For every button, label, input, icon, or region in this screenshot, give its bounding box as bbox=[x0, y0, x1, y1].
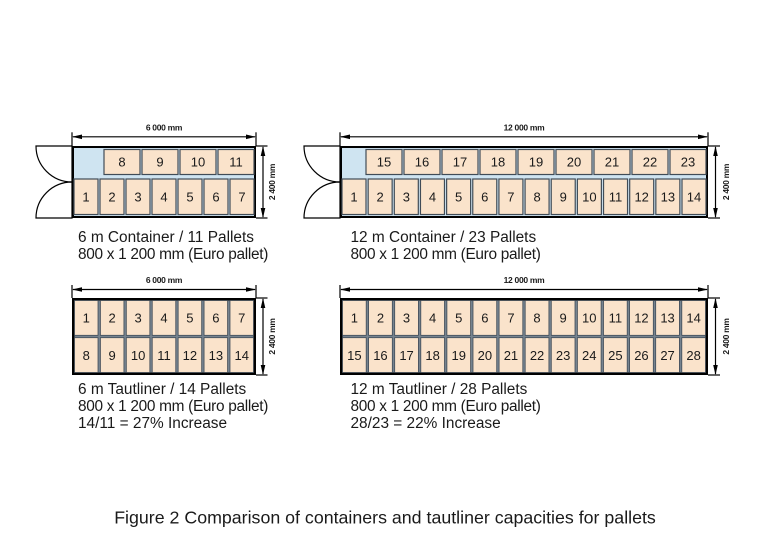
svg-text:13: 13 bbox=[660, 311, 674, 326]
svg-text:10: 10 bbox=[191, 155, 205, 170]
svg-text:800 x 1 200 mm (Euro pallet): 800 x 1 200 mm (Euro pallet) bbox=[351, 398, 541, 415]
svg-text:2 400 mm: 2 400 mm bbox=[721, 163, 731, 200]
svg-text:24: 24 bbox=[582, 348, 596, 363]
svg-text:10: 10 bbox=[582, 189, 596, 204]
svg-text:6 m Tautliner / 14 Pallets: 6 m Tautliner / 14 Pallets bbox=[78, 381, 247, 398]
svg-text:18: 18 bbox=[491, 155, 505, 170]
svg-text:800 x 1 200 mm (Euro pallet): 800 x 1 200 mm (Euro pallet) bbox=[351, 246, 541, 263]
svg-text:16: 16 bbox=[415, 155, 429, 170]
svg-text:2: 2 bbox=[109, 311, 116, 326]
svg-text:14: 14 bbox=[235, 348, 249, 363]
svg-text:7: 7 bbox=[507, 189, 514, 204]
svg-text:1: 1 bbox=[83, 311, 90, 326]
svg-text:11: 11 bbox=[609, 311, 623, 326]
svg-text:21: 21 bbox=[504, 348, 518, 363]
svg-text:15: 15 bbox=[347, 348, 361, 363]
svg-text:22: 22 bbox=[530, 348, 544, 363]
svg-text:7: 7 bbox=[507, 311, 514, 326]
svg-text:20: 20 bbox=[567, 155, 581, 170]
svg-text:10: 10 bbox=[131, 348, 145, 363]
svg-text:2: 2 bbox=[377, 189, 384, 204]
svg-text:10: 10 bbox=[582, 311, 596, 326]
svg-text:4: 4 bbox=[429, 311, 436, 326]
svg-text:800 x 1 200 mm (Euro pallet): 800 x 1 200 mm (Euro pallet) bbox=[78, 398, 268, 415]
svg-text:11: 11 bbox=[157, 348, 171, 363]
svg-text:23: 23 bbox=[681, 155, 695, 170]
svg-text:4: 4 bbox=[429, 189, 436, 204]
svg-text:8: 8 bbox=[83, 348, 90, 363]
svg-text:Figure 2 Comparison of contain: Figure 2 Comparison of containers and ta… bbox=[114, 507, 656, 527]
svg-text:13: 13 bbox=[661, 189, 675, 204]
svg-text:2 400 mm: 2 400 mm bbox=[267, 163, 277, 200]
svg-text:16: 16 bbox=[373, 348, 387, 363]
svg-text:2 400 mm: 2 400 mm bbox=[721, 318, 731, 355]
svg-text:5: 5 bbox=[455, 189, 462, 204]
svg-text:6 m Container / 11 Pallets: 6 m Container / 11 Pallets bbox=[78, 229, 254, 246]
svg-text:6: 6 bbox=[481, 189, 488, 204]
svg-text:1: 1 bbox=[82, 189, 89, 204]
svg-text:19: 19 bbox=[452, 348, 466, 363]
svg-text:14: 14 bbox=[687, 189, 701, 204]
svg-text:7: 7 bbox=[238, 189, 245, 204]
svg-text:15: 15 bbox=[377, 155, 391, 170]
svg-text:12: 12 bbox=[634, 311, 648, 326]
svg-text:2 400 mm: 2 400 mm bbox=[267, 318, 277, 355]
svg-text:9: 9 bbox=[560, 189, 567, 204]
svg-text:3: 3 bbox=[403, 189, 410, 204]
svg-text:6: 6 bbox=[212, 311, 219, 326]
svg-text:23: 23 bbox=[556, 348, 570, 363]
svg-text:22: 22 bbox=[643, 155, 657, 170]
svg-text:25: 25 bbox=[608, 348, 622, 363]
svg-text:7: 7 bbox=[238, 311, 245, 326]
svg-text:8: 8 bbox=[533, 189, 540, 204]
svg-text:21: 21 bbox=[605, 155, 619, 170]
svg-text:9: 9 bbox=[560, 311, 567, 326]
svg-text:28: 28 bbox=[686, 348, 700, 363]
svg-text:1: 1 bbox=[350, 189, 357, 204]
svg-text:19: 19 bbox=[529, 155, 543, 170]
svg-text:26: 26 bbox=[634, 348, 648, 363]
svg-text:20: 20 bbox=[478, 348, 492, 363]
svg-text:12: 12 bbox=[183, 348, 197, 363]
svg-text:3: 3 bbox=[403, 311, 410, 326]
svg-text:5: 5 bbox=[186, 189, 193, 204]
svg-text:1: 1 bbox=[351, 311, 358, 326]
svg-text:11: 11 bbox=[609, 189, 623, 204]
svg-text:17: 17 bbox=[399, 348, 413, 363]
svg-text:4: 4 bbox=[160, 311, 167, 326]
svg-text:28/23 = 22% Increase: 28/23 = 22% Increase bbox=[351, 415, 501, 432]
svg-text:12 000 mm: 12 000 mm bbox=[504, 122, 546, 132]
svg-text:9: 9 bbox=[156, 155, 163, 170]
svg-text:3: 3 bbox=[134, 311, 141, 326]
svg-text:6 000 mm: 6 000 mm bbox=[146, 122, 183, 132]
svg-text:12 000 mm: 12 000 mm bbox=[504, 275, 546, 285]
svg-text:12: 12 bbox=[634, 189, 648, 204]
svg-text:5: 5 bbox=[186, 311, 193, 326]
svg-text:13: 13 bbox=[209, 348, 223, 363]
svg-text:12 m Tautliner / 28 Pallets: 12 m Tautliner / 28 Pallets bbox=[351, 381, 528, 398]
svg-text:18: 18 bbox=[425, 348, 439, 363]
svg-text:9: 9 bbox=[109, 348, 116, 363]
svg-text:14/11 = 27% Increase: 14/11 = 27% Increase bbox=[78, 415, 227, 432]
svg-text:11: 11 bbox=[229, 155, 243, 170]
svg-text:8: 8 bbox=[533, 311, 540, 326]
svg-text:800 x 1 200 mm (Euro pallet): 800 x 1 200 mm (Euro pallet) bbox=[78, 246, 268, 263]
svg-text:12 m Container / 23 Pallets: 12 m Container / 23 Pallets bbox=[351, 229, 537, 246]
svg-text:2: 2 bbox=[377, 311, 384, 326]
svg-text:14: 14 bbox=[686, 311, 700, 326]
svg-text:27: 27 bbox=[660, 348, 674, 363]
svg-text:17: 17 bbox=[453, 155, 467, 170]
svg-text:6 000 mm: 6 000 mm bbox=[146, 275, 183, 285]
svg-text:6: 6 bbox=[212, 189, 219, 204]
svg-text:4: 4 bbox=[160, 189, 167, 204]
svg-text:6: 6 bbox=[481, 311, 488, 326]
svg-text:5: 5 bbox=[455, 311, 462, 326]
svg-text:8: 8 bbox=[118, 155, 125, 170]
svg-text:2: 2 bbox=[108, 189, 115, 204]
svg-text:3: 3 bbox=[134, 189, 141, 204]
